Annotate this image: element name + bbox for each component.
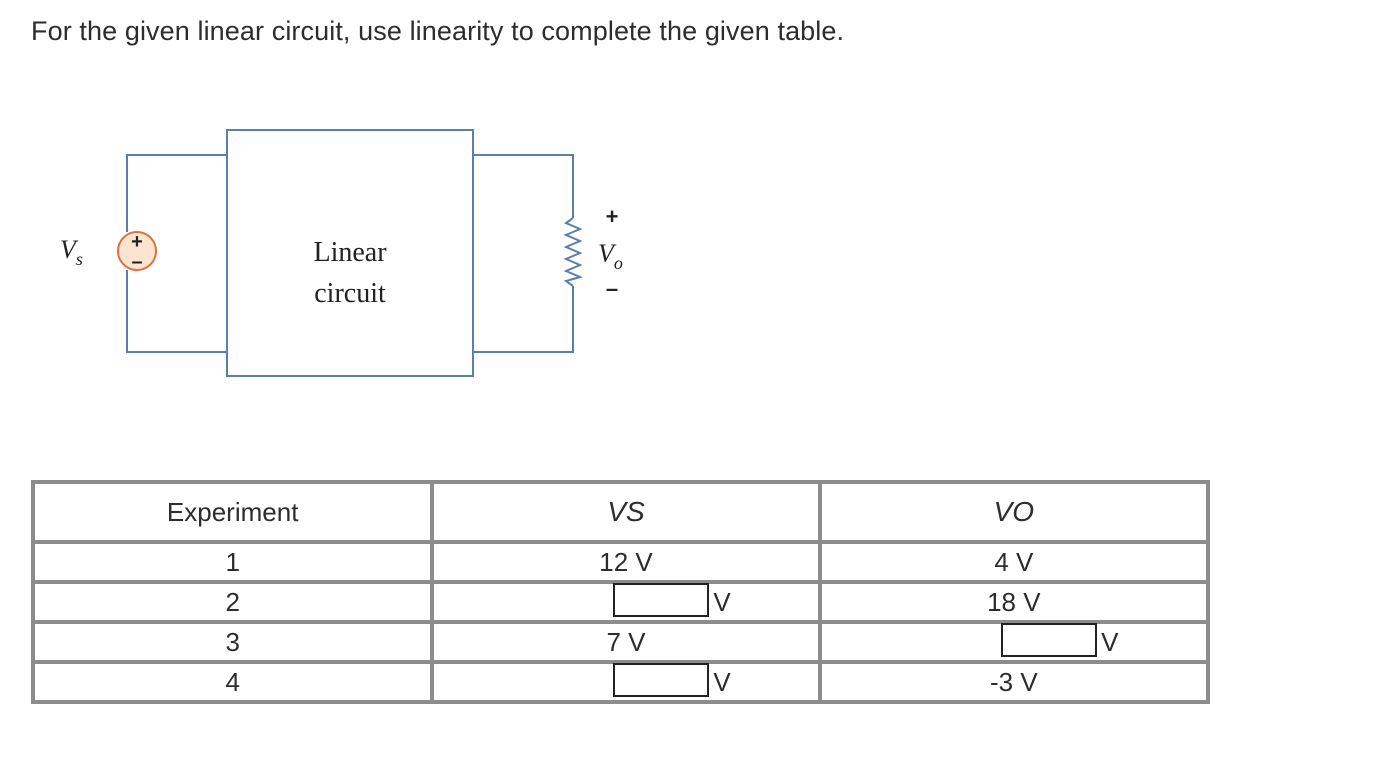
left-bottom-wire bbox=[126, 270, 227, 353]
experiment-cell: 1 bbox=[33, 542, 433, 582]
vo-cell: 4 V bbox=[819, 542, 1208, 582]
right-top-wire bbox=[473, 154, 574, 218]
vs-answer-input-2[interactable] bbox=[613, 583, 710, 618]
header-vo: VO bbox=[819, 482, 1208, 542]
source-minus: – bbox=[131, 251, 142, 273]
vs-cell: 7 V bbox=[432, 622, 820, 662]
box-label-line2: circuit bbox=[314, 278, 386, 309]
vs-cell: 12 V bbox=[432, 542, 820, 582]
load-resistor-icon bbox=[563, 217, 583, 287]
left-top-wire bbox=[126, 154, 227, 232]
table-header-row: Experiment VS VO bbox=[33, 482, 1208, 542]
vs-unit-label: V bbox=[713, 666, 731, 697]
header-vo-sub: O bbox=[1012, 496, 1035, 527]
vo-cell: -3 V bbox=[819, 662, 1208, 702]
table-row: 3 7 V V bbox=[33, 622, 1208, 662]
circuit-diagram: + – Vs Linear circuit + Vo – bbox=[60, 129, 623, 377]
vs-cell: V bbox=[432, 582, 820, 622]
output-plus: + bbox=[606, 204, 619, 229]
vo-cell: 18 V bbox=[819, 582, 1208, 622]
question-text: For the given linear circuit, use linear… bbox=[31, 16, 845, 46]
vo-unit-label: V bbox=[1101, 626, 1119, 657]
vo-cell: V bbox=[819, 622, 1208, 662]
vs-cell: V bbox=[432, 662, 820, 702]
table-row: 4 V -3 V bbox=[33, 662, 1208, 702]
experiment-cell: 3 bbox=[33, 622, 433, 662]
vs-answer-input-4[interactable] bbox=[613, 663, 710, 698]
vs-unit-label: V bbox=[713, 586, 731, 617]
source-plus: + bbox=[131, 231, 143, 253]
experiment-cell: 2 bbox=[33, 582, 433, 622]
table-row: 2 V 18 V bbox=[33, 582, 1208, 622]
linear-circuit-box bbox=[226, 129, 474, 377]
box-label-line1: Linear bbox=[313, 237, 387, 268]
output-label: Vo bbox=[598, 239, 623, 273]
header-experiment: Experiment bbox=[33, 482, 433, 542]
header-vs-main: V bbox=[607, 496, 627, 527]
header-vs-sub: S bbox=[626, 496, 645, 527]
table-row: 1 12 V 4 V bbox=[33, 542, 1208, 582]
experiment-cell: 4 bbox=[33, 662, 433, 702]
experiment-table: Experiment VS VO 1 12 V 4 V 2 V 18 V 3 7… bbox=[31, 480, 1210, 704]
voltage-source-icon bbox=[117, 231, 157, 271]
source-label: Vs bbox=[60, 235, 83, 269]
right-bottom-wire bbox=[473, 286, 574, 353]
header-vo-main: V bbox=[993, 496, 1013, 527]
vo-answer-input-3[interactable] bbox=[1001, 623, 1098, 658]
output-minus: – bbox=[606, 276, 618, 301]
header-vs: VS bbox=[432, 482, 820, 542]
